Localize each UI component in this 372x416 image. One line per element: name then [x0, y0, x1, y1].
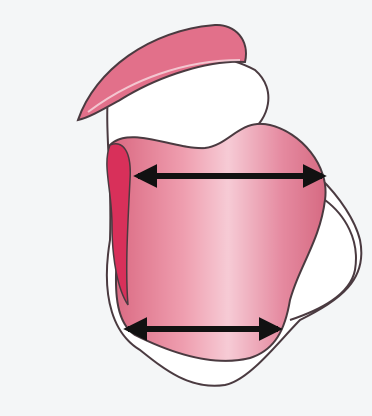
bone-diagram — [0, 0, 372, 416]
bone-measurement-illustration — [0, 0, 372, 416]
